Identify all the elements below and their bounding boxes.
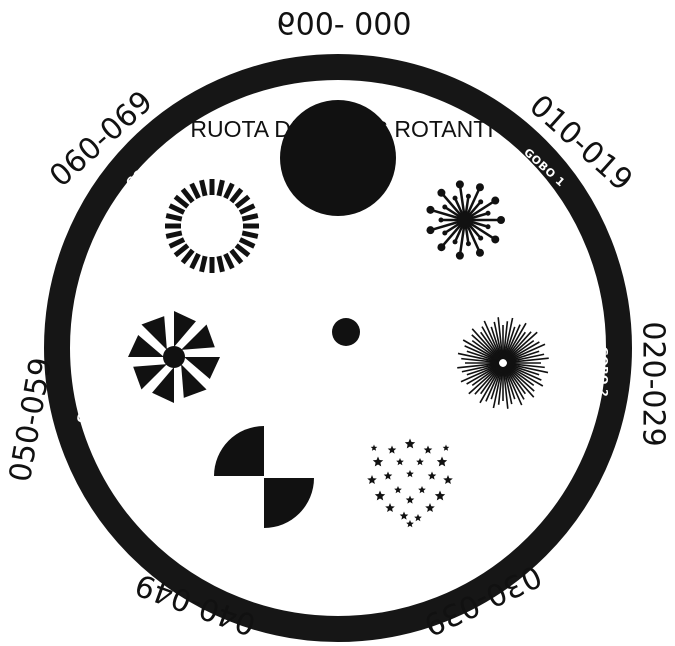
gobo-label-2: GOBO 2 bbox=[597, 347, 610, 398]
range-label-020: 020-029 bbox=[636, 321, 671, 446]
gobo-label-4: GOBO 4 bbox=[186, 542, 238, 572]
gobo-label-5: GOBO 5 bbox=[75, 372, 97, 424]
gobo-6-dashed-ring bbox=[165, 179, 259, 273]
center-hub bbox=[332, 318, 360, 346]
open-position bbox=[280, 100, 396, 216]
gobo-4-quarter-discs bbox=[214, 426, 314, 528]
gobo-5-propeller bbox=[128, 311, 220, 403]
gobo-2-radial-lines bbox=[457, 317, 548, 408]
gobo-1-pin-burst bbox=[426, 180, 505, 259]
gobo-3-star-field bbox=[367, 439, 453, 528]
range-label-000: 000 -009 bbox=[277, 8, 412, 43]
gobo-label-3: GOBO 3 bbox=[430, 540, 481, 573]
range-label-050: 050-059 bbox=[3, 355, 59, 485]
